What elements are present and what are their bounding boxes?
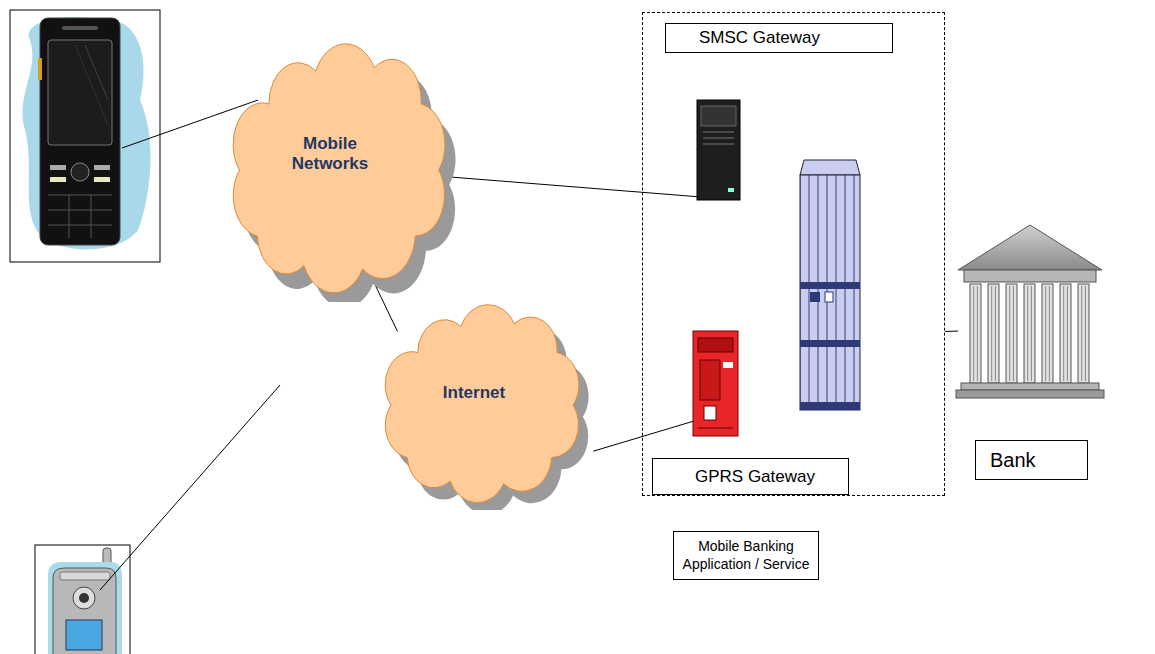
server-illustration — [697, 100, 740, 200]
network-name: Internet — [443, 383, 505, 403]
phone-link — [100, 385, 280, 590]
region-caption: Mobile Banking Application / Service — [673, 531, 819, 580]
connector — [945, 331, 958, 332]
connector — [593, 421, 693, 451]
gateway-label: SMSC Gateway — [665, 23, 893, 53]
bank-building-illustration — [956, 225, 1104, 398]
cloud-outline — [375, 300, 600, 510]
labelled-box: Bank — [958, 225, 1102, 480]
gateway-label: GPRS Gateway — [652, 458, 849, 495]
network-name: Mobile Networks — [275, 134, 385, 174]
network-cloud: Mobile Networks — [222, 38, 468, 302]
smartphone-illustration — [10, 10, 160, 262]
labelled-box: GPRS Gateway — [652, 331, 849, 495]
cloud-text-area: Mobile Networks — [222, 38, 438, 270]
gateway-device-illustration — [693, 331, 738, 436]
connector — [429, 175, 700, 197]
rack-illustration — [800, 160, 860, 410]
network-cloud: Internet — [375, 300, 600, 510]
system-region: Mobile Banking Application / ServiceSMSC… — [642, 12, 945, 496]
labelled-box: SMSC Gateway — [665, 23, 893, 206]
cloud-text-area: Internet — [375, 300, 573, 485]
gateway-label: Bank — [975, 440, 1088, 480]
flip-phone-illustration — [35, 545, 130, 654]
